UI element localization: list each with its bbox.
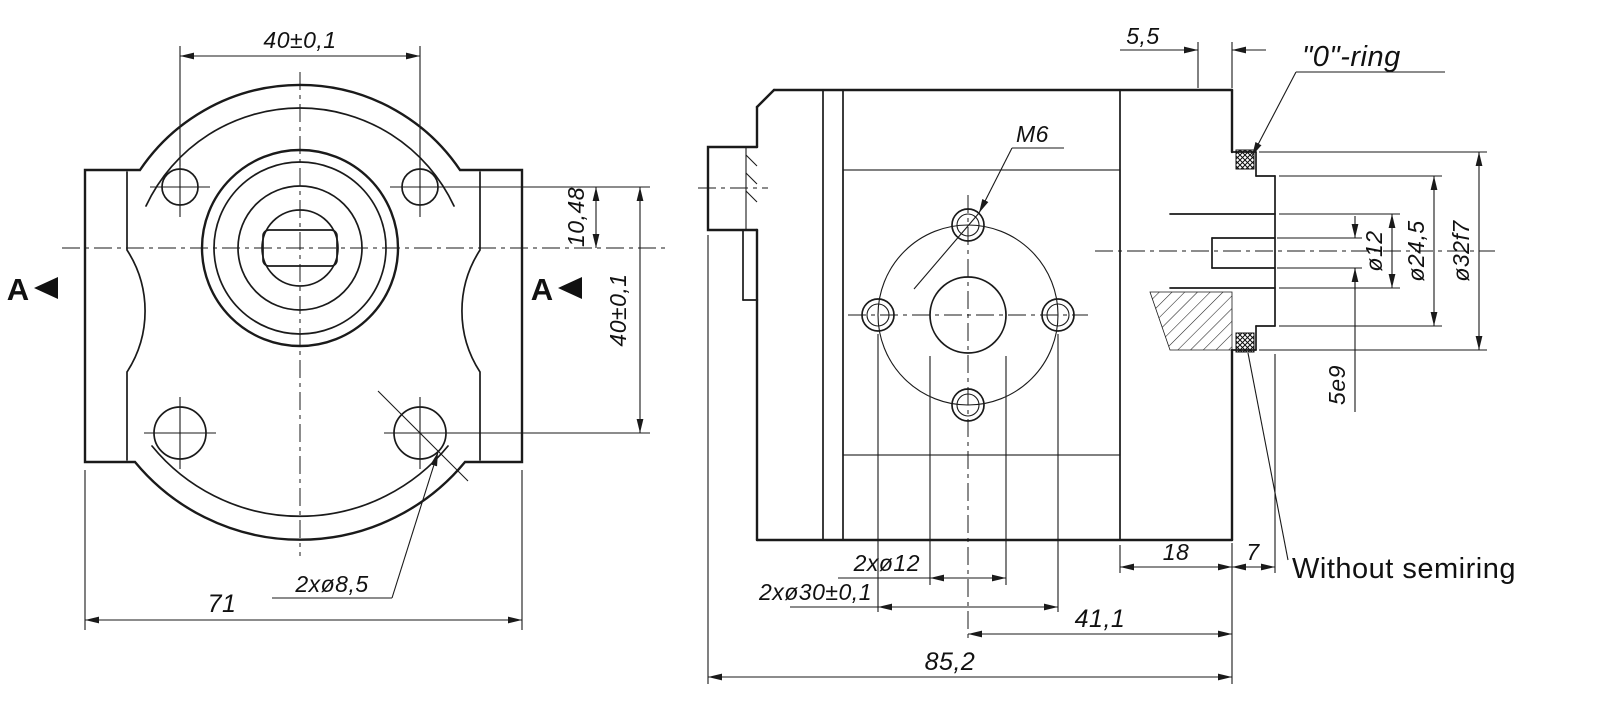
note-semiring-text: Without semiring bbox=[1292, 553, 1516, 585]
dim-5e9: 5e9 bbox=[1277, 216, 1362, 412]
side-view: M6 bbox=[698, 23, 1516, 684]
port-flange-holes bbox=[848, 195, 1088, 640]
dim-d12-text: ø12 bbox=[1361, 230, 1387, 271]
dim-top-40: 40±0,1 bbox=[179, 27, 421, 166]
port-flange-boss bbox=[842, 169, 1121, 456]
label-oring-text: "0"-ring bbox=[1302, 41, 1401, 73]
dim-2x12: 2xø12 bbox=[838, 356, 1007, 585]
dim-width-71: 71 bbox=[84, 470, 523, 630]
section-a-markers: A A bbox=[7, 272, 582, 307]
dim-d32f7: ø32f7 bbox=[1259, 151, 1487, 351]
front-outer-contour bbox=[83, 83, 524, 541]
top-mounting-holes bbox=[150, 157, 450, 217]
dim-55: 5,5 bbox=[1120, 23, 1266, 88]
dim-411: 41,1 bbox=[968, 605, 1232, 638]
dim-top-40-text: 40±0,1 bbox=[263, 27, 336, 53]
dim-7-text: 7 bbox=[1246, 539, 1260, 565]
label-m6: M6 bbox=[913, 121, 1064, 290]
label-holes-text: 2xø8,5 bbox=[294, 571, 368, 597]
bottom-mounting-holes bbox=[144, 390, 469, 482]
dim-d12: ø12 bbox=[1279, 213, 1400, 289]
dim-2x12-text: 2xø12 bbox=[853, 550, 920, 576]
dim-2x30: 2xø30±0,1 bbox=[758, 334, 1059, 612]
dim-offset-1048: 10,48 bbox=[563, 187, 600, 248]
dim-d32f7-text: ø32f7 bbox=[1448, 220, 1474, 282]
section-label-right: A bbox=[531, 272, 553, 307]
dim-852-text: 85,2 bbox=[925, 648, 976, 676]
section-hatch bbox=[1149, 291, 1233, 351]
dim-18-7: 18 7 bbox=[1119, 354, 1276, 684]
dim-55-text: 5,5 bbox=[1126, 23, 1159, 49]
dim-5e9-text: 5e9 bbox=[1324, 365, 1350, 405]
dim-width-text: 71 bbox=[208, 590, 237, 618]
section-label-left: A bbox=[7, 272, 29, 307]
section-arrow-left-icon bbox=[34, 277, 58, 299]
spigot-detail bbox=[1095, 149, 1495, 353]
dim-18-text: 18 bbox=[1163, 539, 1190, 565]
label-holes-2x85: 2xø8,5 bbox=[272, 451, 439, 599]
side-body-outline bbox=[698, 88, 1234, 542]
dim-offset-text: 10,48 bbox=[563, 187, 589, 247]
dim-d245-text: ø24,5 bbox=[1403, 220, 1429, 281]
dim-2x30-text: 2xø30±0,1 bbox=[758, 579, 872, 605]
dim-411-text: 41,1 bbox=[1075, 605, 1126, 633]
label-oring: "0"-ring bbox=[1251, 41, 1445, 157]
front-centerlines bbox=[62, 72, 665, 556]
dim-right-40: 40±0,1 bbox=[446, 186, 650, 434]
label-m6-text: M6 bbox=[1016, 121, 1049, 147]
dim-852: 85,2 bbox=[707, 235, 1232, 684]
oring-section-bottom bbox=[1235, 332, 1255, 353]
front-view: A A 40±0,1 40±0,1 10,48 bbox=[7, 27, 665, 630]
dim-right-40-text: 40±0,1 bbox=[605, 273, 631, 346]
note-semiring: Without semiring bbox=[1247, 352, 1516, 585]
dim-d245: ø24,5 bbox=[1279, 175, 1442, 327]
section-arrow-right-icon bbox=[558, 277, 582, 299]
oring-section-top bbox=[1235, 149, 1255, 170]
